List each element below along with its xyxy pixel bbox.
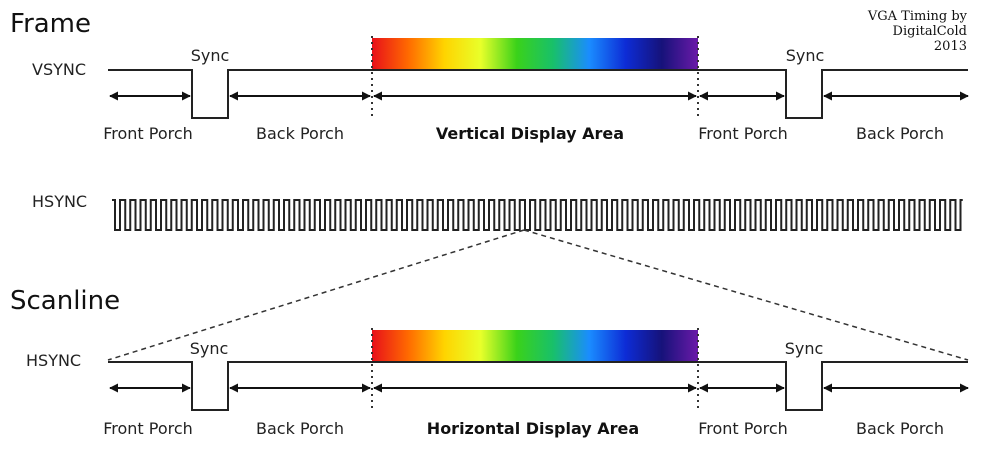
- horizontal-display-area-label: Horizontal Display Area: [427, 419, 639, 438]
- vertical-display-spectrum: [372, 38, 698, 70]
- hsync-sync-label-2: Sync: [785, 339, 824, 358]
- credit-line-1: VGA Timing by: [867, 9, 968, 24]
- vsync-waveform: [108, 69, 968, 119]
- hsync-signal-label: HSYNC: [26, 351, 81, 370]
- vsync-signal-label: VSYNC: [32, 60, 86, 79]
- hsync-sync-label-1: Sync: [190, 339, 229, 358]
- hsync-train-signal-label: HSYNC: [32, 192, 87, 211]
- horizontal-display-spectrum: [372, 330, 698, 362]
- frame-back-porch-label-1: Back Porch: [256, 124, 344, 143]
- vertical-display-area-label: Vertical Display Area: [436, 124, 624, 143]
- vsync-sync-label-1: Sync: [191, 46, 230, 65]
- scanline-front-porch-label-1: Front Porch: [103, 419, 193, 438]
- frame-back-porch-label-2: Back Porch: [856, 124, 944, 143]
- frame-front-porch-label-2: Front Porch: [698, 124, 788, 143]
- scanline-title: Scanline: [10, 286, 120, 316]
- scanline-back-porch-label-1: Back Porch: [256, 419, 344, 438]
- scanline-front-porch-label-2: Front Porch: [698, 419, 788, 438]
- frame-title: Frame: [10, 9, 91, 39]
- credit-line-2: DigitalCold: [893, 24, 967, 39]
- credit-line-3: 2013: [934, 39, 967, 54]
- scanline-back-porch-label-2: Back Porch: [856, 419, 944, 438]
- vsync-sync-label-2: Sync: [786, 46, 825, 65]
- frame-front-porch-label-1: Front Porch: [103, 124, 193, 143]
- hsync-pulse-train: [112, 199, 963, 231]
- hsync-waveform: [108, 361, 968, 411]
- zoom-line-left: [107, 229, 525, 361]
